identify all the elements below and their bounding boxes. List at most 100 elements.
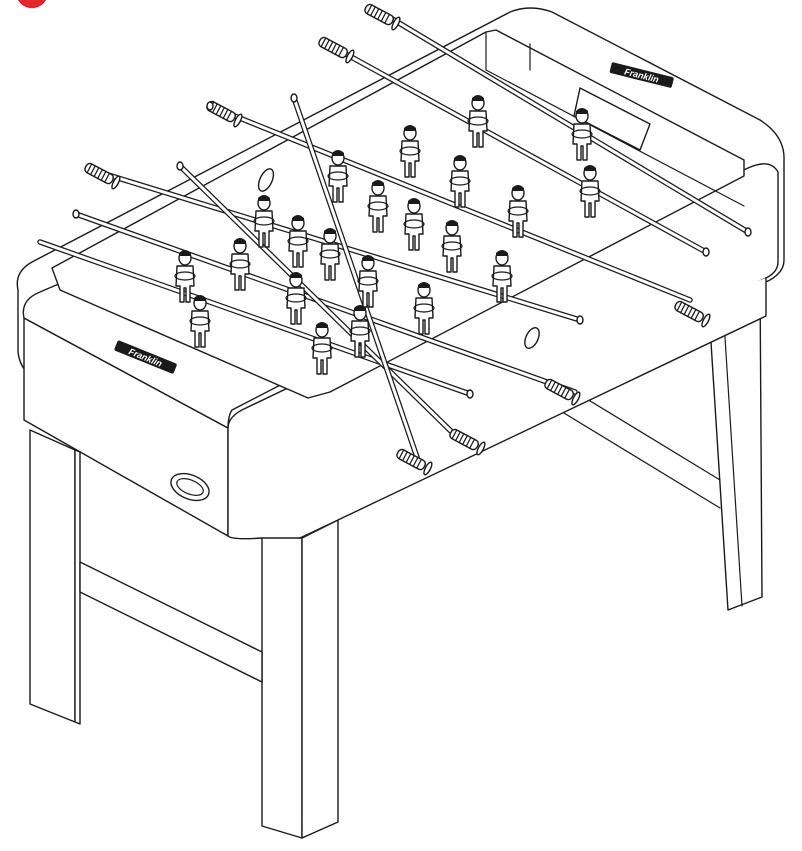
figure-rod-collar — [189, 316, 211, 326]
rod-2-highlight — [322, 40, 708, 254]
rod-7-highlight — [178, 164, 462, 442]
rod-3-highlight — [208, 104, 692, 302]
handle-ridge — [327, 41, 334, 52]
handle-bumper — [701, 313, 711, 328]
figure-hair — [512, 185, 524, 191]
figure-hair — [324, 228, 336, 234]
rod-handle-6[interactable] — [543, 376, 582, 406]
figure-rod-collar — [327, 171, 349, 181]
player-figure[interactable] — [467, 95, 489, 148]
figure-hair — [576, 108, 588, 114]
figure-hair — [258, 195, 270, 201]
handle-ridge — [226, 110, 233, 121]
figure-body — [580, 180, 600, 218]
player-figure[interactable] — [579, 165, 601, 218]
handle-bumper — [391, 16, 401, 31]
rod-handle-8[interactable] — [395, 446, 434, 476]
figure-hair — [194, 295, 206, 301]
player-figure[interactable] — [174, 250, 196, 303]
rod-handles — [72, 1, 752, 476]
player-figure[interactable] — [441, 220, 463, 273]
handle-ridge — [694, 310, 701, 321]
player-figure[interactable] — [413, 282, 435, 335]
player-figure[interactable] — [285, 272, 307, 325]
handle-ridge — [384, 13, 391, 24]
handle-ridge — [366, 4, 373, 15]
ball-return-slot-inner — [176, 478, 204, 496]
handle-ridge — [679, 303, 686, 314]
handle-ridge — [215, 105, 222, 116]
rod-handle-1[interactable] — [363, 1, 402, 31]
handle-ridge — [549, 381, 556, 392]
player-figure[interactable] — [357, 255, 379, 308]
figure-rod-collar — [467, 116, 489, 126]
player-figure[interactable] — [403, 198, 425, 251]
player-figure[interactable] — [287, 215, 309, 268]
player-figure[interactable] — [253, 195, 275, 248]
handle-ridge — [416, 458, 423, 469]
figure-rod-collar — [229, 259, 251, 269]
ball-return-slot — [170, 472, 210, 502]
figure-body — [230, 253, 250, 291]
player-figure[interactable] — [507, 185, 529, 238]
figure-body — [368, 195, 388, 233]
figure-hair — [290, 272, 302, 278]
handle-ridge — [86, 163, 93, 174]
figure-body — [492, 265, 512, 303]
rod-1-highlight — [382, 12, 750, 234]
rod-end-cap — [176, 161, 184, 171]
handle-ridge — [465, 436, 472, 447]
figure-hair — [316, 322, 328, 328]
figure-body — [350, 320, 370, 358]
figure-body — [190, 310, 210, 348]
handle-ridge — [553, 383, 560, 394]
player-figure[interactable] — [571, 108, 593, 161]
handle-ridge — [398, 449, 405, 460]
player-figure[interactable] — [491, 250, 513, 303]
figure-hair — [454, 155, 466, 161]
player-figure[interactable] — [319, 228, 341, 281]
rod-handle-4[interactable] — [83, 160, 122, 190]
player-figure[interactable] — [311, 322, 333, 375]
handle-ridge — [676, 301, 683, 312]
figure-rod-collar — [349, 326, 371, 336]
figure-hair — [408, 198, 420, 204]
player-figure[interactable] — [449, 155, 471, 208]
handle-ridge — [451, 429, 458, 440]
player-figure[interactable] — [349, 305, 371, 358]
handle-ridge — [222, 108, 229, 119]
handle-ridge — [405, 453, 412, 464]
figure-body — [312, 337, 332, 375]
rod-end-cap — [72, 209, 80, 219]
handle-ridge — [373, 8, 380, 19]
figure-rod-collar — [449, 176, 471, 186]
figure-body — [288, 230, 308, 268]
handle-bumper — [571, 391, 581, 406]
figure-rod-collar — [579, 186, 601, 196]
figure-body — [468, 110, 488, 148]
figure-hair — [404, 125, 416, 131]
player-figure[interactable] — [229, 238, 251, 291]
figure-body — [254, 210, 274, 248]
handle-ridge — [97, 168, 103, 180]
player-figure[interactable] — [327, 150, 349, 203]
figure-rod-collar — [399, 146, 421, 156]
figure-hair — [234, 238, 246, 244]
ball-entry-hole-left — [257, 168, 275, 192]
figure-hair — [418, 282, 430, 288]
rod-8-highlight — [292, 96, 422, 468]
stretcher-left — [79, 561, 263, 683]
player-figure[interactable] — [189, 295, 211, 348]
player-figure[interactable] — [367, 180, 389, 233]
player-figure[interactable] — [399, 125, 421, 178]
figure-hair — [354, 305, 366, 311]
handle-bumper — [345, 49, 355, 64]
rod-handle-5[interactable] — [673, 298, 712, 328]
handle-ridge — [687, 306, 693, 318]
figure-hair — [472, 95, 484, 101]
handle-ridge — [334, 44, 341, 55]
figure-body — [175, 265, 195, 303]
rod-handle-2[interactable] — [317, 34, 356, 64]
rod-handle-7[interactable] — [448, 426, 487, 456]
rod-end-cap — [206, 101, 214, 111]
